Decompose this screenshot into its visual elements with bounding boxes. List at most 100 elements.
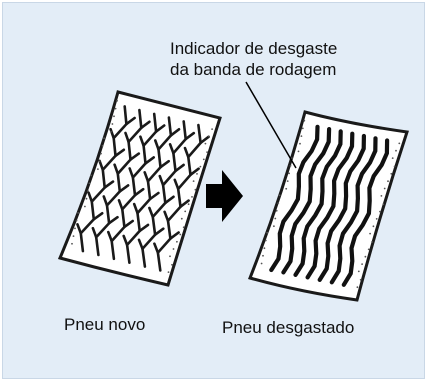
speckle [187,203,190,206]
tread-branch [183,146,190,159]
worn-tire-grooves [269,124,390,287]
worn-tread-groove [341,138,390,287]
speckle [277,202,280,205]
tread-branch [91,226,98,239]
tread-branch [98,159,105,172]
tread-branch [103,180,115,189]
tread-branch [154,139,160,151]
speckle [263,247,266,250]
speckle [71,242,73,245]
speckle [113,115,115,118]
speckle [167,271,170,273]
worn-tire-tread [248,110,409,302]
speckle [391,157,394,160]
speckle [278,194,281,197]
speckle [375,218,378,220]
speckle [206,151,209,154]
speckle [199,165,202,168]
speckle [372,225,375,228]
speckle [180,217,183,220]
speckle [286,180,289,183]
speckle [289,164,292,167]
speckle [169,255,171,258]
tread-branch [137,238,144,251]
worn-tread-groove [281,127,332,275]
speckle [90,174,92,177]
worn-tire-caption: Pneu desgastado [222,318,355,337]
speckle [75,219,78,222]
speckle [202,158,205,161]
callout-line-2: da banda de rodagem [170,60,337,79]
tread-branch [117,199,124,211]
speckle [260,262,263,265]
tread-branch [139,135,145,147]
tread-branch [140,120,151,130]
speckle [194,188,197,191]
tread-branch [128,167,135,179]
tread-branch [158,174,165,187]
tread-branch [133,187,145,197]
worn-tread-groove [305,131,355,280]
speckle [77,212,79,214]
tread-branch [154,124,166,133]
tread-branch [174,163,185,173]
speckle [359,278,362,281]
tread-branch [148,191,160,201]
tread-branch [113,163,120,175]
tread-branch [76,223,83,235]
tread-branch [199,135,210,145]
speckle [72,235,75,238]
tread-branch [173,178,180,191]
speckle [116,99,118,102]
tread-branch [107,230,113,243]
speckle [176,240,178,243]
tread-branch [189,167,200,177]
speckle [390,172,393,175]
new-tire-caption: Pneu novo [64,315,146,334]
speckle [85,197,88,200]
speckle [191,196,193,198]
worn-tire-shoulder-texture [260,119,401,289]
tread-groove [110,112,158,261]
tread-branch [92,212,104,221]
speckle [114,107,117,110]
speckle [361,263,363,265]
speckle [387,180,389,183]
tread-branch [123,219,134,229]
speckle [87,190,89,192]
speckle [204,142,207,145]
speckle [172,248,175,250]
speckle [357,270,360,273]
speckle [207,135,210,138]
speckle [299,142,301,145]
speckle [300,135,303,138]
tread-branch [179,199,190,208]
speckle [262,254,264,257]
worn-tread-groove [293,129,343,277]
speckle [367,248,370,251]
speckle [288,172,290,175]
worn-tread-groove [329,136,378,285]
speckle [103,137,105,140]
worn-tread-groove [269,124,320,273]
speckle [303,119,306,122]
speckle [380,195,383,197]
new-tire-outline [57,90,222,287]
tread-branch [144,156,155,165]
speckle [369,232,371,235]
speckle [398,142,401,145]
tread-branch [184,131,196,141]
callout-line-1: Indicador de desgaste [170,39,338,58]
speckle [179,233,182,236]
tread-branch [107,215,119,225]
speckle [98,160,101,163]
speckle [364,255,367,258]
tread-branch [168,143,175,155]
tread-branch [153,227,165,236]
speckle [371,241,373,243]
speckle [297,150,300,153]
speckle [383,187,386,190]
speckle [395,149,397,152]
speckle [97,168,99,171]
